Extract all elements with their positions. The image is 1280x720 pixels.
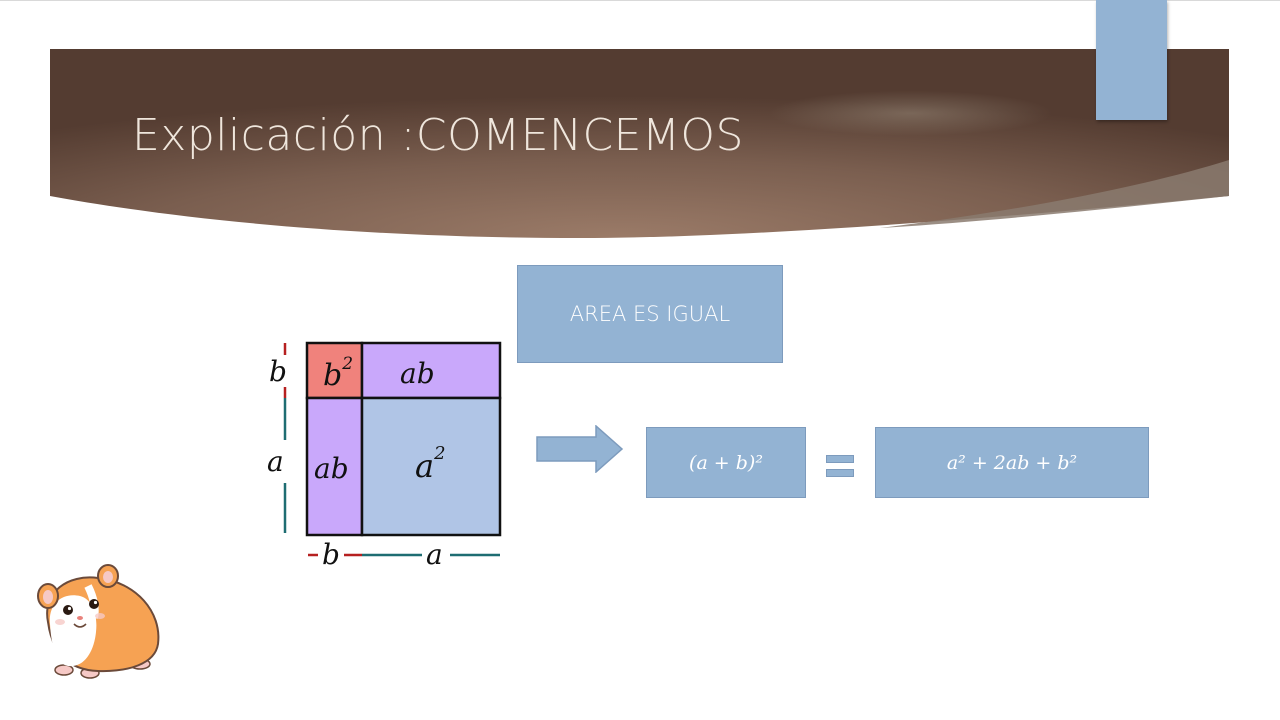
right-arrow-icon (536, 425, 624, 473)
side-label-b-bottom: b (322, 538, 340, 570)
equation-lhs-box: (a + b)² (646, 427, 806, 498)
hamster-icon (37, 564, 160, 679)
cell-b-squared-label: b2 (323, 354, 353, 393)
equation-lhs: (a + b)² (689, 451, 763, 474)
cell-a-squared (360, 396, 502, 537)
area-label-text: AREA ES IGUAL (569, 302, 731, 326)
side-label-a-bottom: a (426, 538, 443, 570)
side-label-b-left: b (269, 355, 287, 388)
square-diagram: b2 ab ab a2 b a b a (267, 341, 502, 570)
side-label-a-left: a (267, 445, 284, 478)
area-label-box: AREA ES IGUAL (517, 265, 783, 363)
cell-a-squared-label: a2 (415, 443, 446, 485)
slide-title: Explicación :COMENCEMOS (132, 110, 744, 161)
top-divider (0, 0, 1280, 1)
cell-ab-left (305, 396, 364, 537)
equation-rhs-box: a² + 2ab + b² (875, 427, 1149, 498)
corner-tab (1096, 0, 1167, 120)
equation-rhs: a² + 2ab + b² (946, 451, 1078, 474)
cell-b-squared (305, 341, 364, 400)
title-banner (50, 49, 1229, 238)
cell-ab-top-label: ab (400, 357, 435, 390)
equals-icon (826, 455, 854, 479)
cell-ab-left-label: ab (314, 452, 349, 485)
